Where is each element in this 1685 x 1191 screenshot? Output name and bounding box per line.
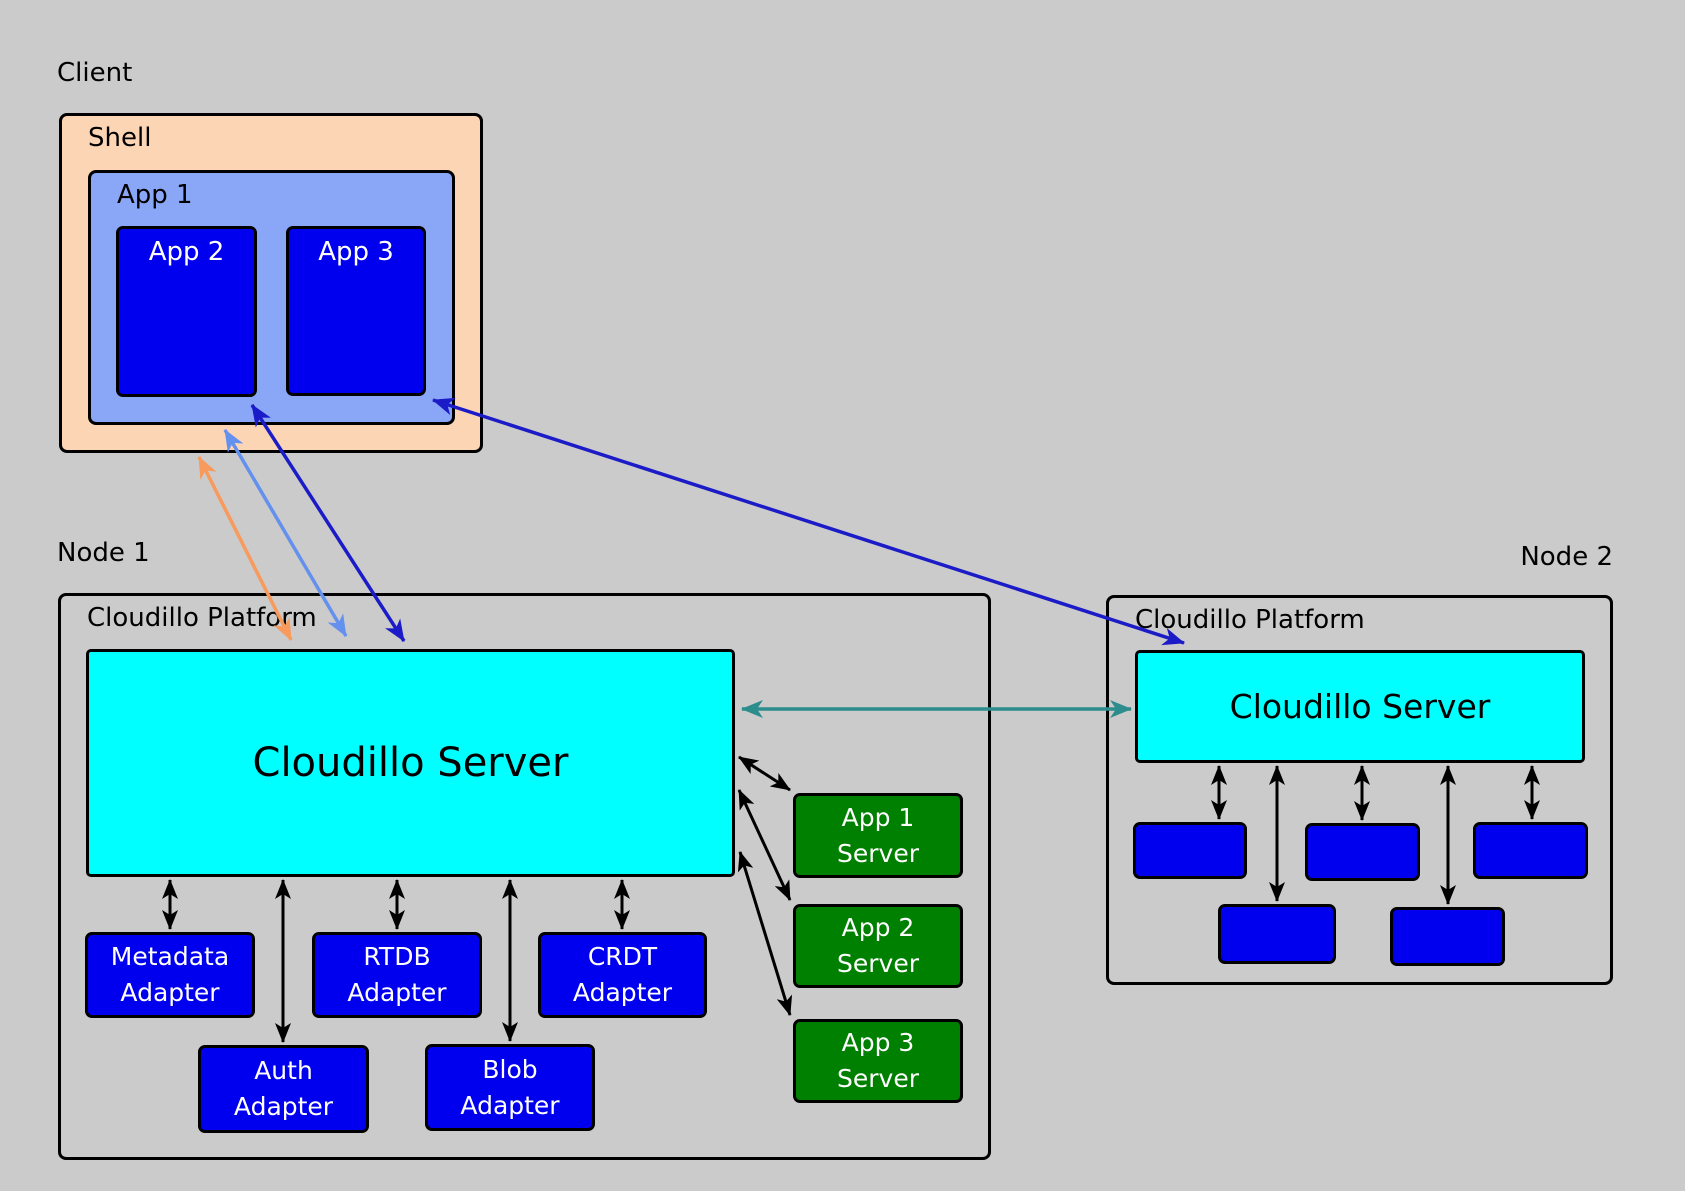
app1-label: App 1: [117, 180, 193, 210]
app2-server-box: App 2 Server: [793, 904, 963, 988]
app3-box: App 3: [286, 226, 426, 396]
auth-adapter-box: Auth Adapter: [198, 1045, 369, 1133]
client-label: Client: [57, 58, 133, 88]
app1-server-box: App 1 Server: [793, 793, 963, 878]
app3-server-box: App 3 Server: [793, 1019, 963, 1103]
app2-label: App 2: [148, 237, 225, 267]
blob-adapter-label: Blob Adapter: [460, 1054, 560, 1120]
auth-adapter-label: Auth Adapter: [233, 1056, 334, 1121]
crdt-adapter-label: CRDT Adapter: [572, 942, 673, 1007]
metadata-adapter-label: Metadata Adapter: [110, 942, 230, 1007]
app1-server-label: App 1 Server: [837, 802, 919, 868]
app3-server-label: App 3 Server: [837, 1028, 919, 1093]
crdt-adapter-box: CRDT Adapter: [538, 932, 707, 1018]
node1-label: Node 1: [57, 538, 150, 568]
node2-platform-label: Cloudillo Platform: [1135, 605, 1365, 635]
node1-cloudillo-server-label: Cloudillo Server: [252, 740, 569, 786]
app2-box: App 2: [116, 226, 257, 397]
node2-label: Node 2: [1520, 542, 1613, 572]
rtdb-adapter-box: RTDB Adapter: [312, 932, 482, 1018]
node2-service-box-4: [1218, 904, 1336, 964]
app2-server-label: App 2 Server: [837, 913, 919, 978]
shell-label: Shell: [88, 123, 152, 153]
node2-service-box-5: [1390, 907, 1505, 966]
metadata-adapter-box: Metadata Adapter: [85, 932, 255, 1018]
node2-service-box-1: [1133, 822, 1247, 879]
app3-label: App 3: [318, 237, 394, 267]
node1-cloudillo-server-box: Cloudillo Server: [86, 649, 735, 877]
node2-cloudillo-server-box: Cloudillo Server: [1135, 650, 1585, 763]
rtdb-adapter-label: RTDB Adapter: [347, 942, 447, 1007]
node1-platform-label: Cloudillo Platform: [87, 603, 317, 633]
node2-cloudillo-server-label: Cloudillo Server: [1229, 687, 1491, 726]
node2-service-box-2: [1305, 823, 1420, 881]
node2-service-box-3: [1473, 822, 1588, 879]
blob-adapter-box: Blob Adapter: [425, 1044, 595, 1131]
